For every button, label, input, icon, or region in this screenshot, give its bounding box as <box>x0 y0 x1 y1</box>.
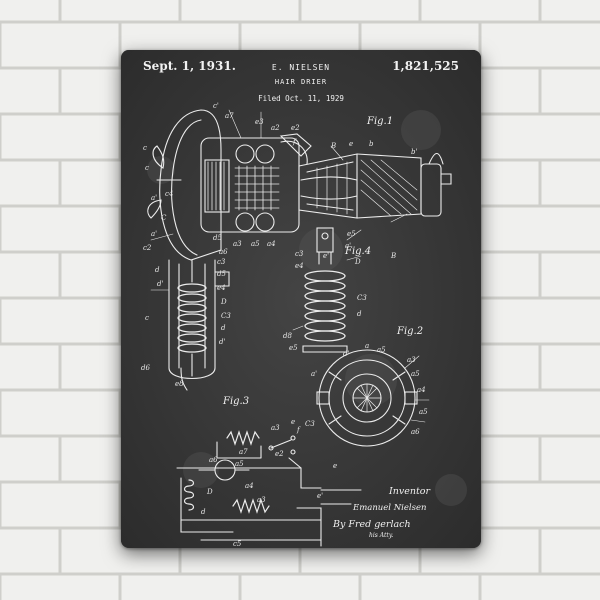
patent-poster: Sept. 1, 1931. E. NIELSEN 1,821,525 HAIR… <box>121 50 481 548</box>
svg-text:a3: a3 <box>233 240 242 248</box>
svg-text:e': e' <box>317 492 323 500</box>
svg-text:b: b <box>369 140 374 148</box>
svg-text:a4: a4 <box>245 482 254 490</box>
svg-text:d6: d6 <box>141 364 150 372</box>
svg-text:c5: c5 <box>233 540 242 548</box>
svg-text:C3: C3 <box>221 312 231 320</box>
svg-text:B: B <box>390 252 396 260</box>
svg-text:d: d <box>221 324 226 332</box>
svg-text:e: e <box>291 418 295 426</box>
svg-text:e2: e2 <box>275 450 284 458</box>
svg-text:a3: a3 <box>407 356 416 364</box>
fig3-drawing <box>176 430 362 547</box>
svg-text:e3: e3 <box>255 118 264 126</box>
svg-text:a': a' <box>151 194 157 202</box>
svg-text:a6: a6 <box>209 456 218 464</box>
svg-text:a5: a5 <box>251 240 260 248</box>
fig1-label: Fig.1 <box>367 116 394 127</box>
svg-text:e5: e5 <box>347 230 356 238</box>
svg-text:c': c' <box>213 102 219 110</box>
fig1-drawing <box>147 109 452 391</box>
fig3-label: Fig.3 <box>223 396 250 407</box>
svg-text:d': d' <box>157 280 163 288</box>
svg-text:C: C <box>161 214 167 222</box>
svg-text:a5: a5 <box>411 370 420 378</box>
svg-text:c3: c3 <box>295 250 304 258</box>
patent-date: Sept. 1, 1931. <box>143 59 236 73</box>
svg-text:c: c <box>145 314 149 322</box>
svg-text:e4: e4 <box>217 284 226 292</box>
svg-text:d8: d8 <box>283 332 292 340</box>
fig2-drawing <box>316 349 430 447</box>
svg-text:a': a' <box>311 370 317 378</box>
svg-text:a4: a4 <box>267 240 276 248</box>
svg-text:d5: d5 <box>213 234 222 242</box>
svg-text:a7: a7 <box>225 112 234 120</box>
svg-text:a3: a3 <box>271 424 280 432</box>
signature-inventor: Emanuel Nielsen <box>353 503 427 513</box>
svg-text:e4: e4 <box>295 262 304 270</box>
svg-text:d: d <box>155 266 160 274</box>
svg-text:d5: d5 <box>217 270 226 278</box>
svg-text:e5: e5 <box>289 344 298 352</box>
svg-text:a: a <box>365 342 369 350</box>
svg-text:a7: a7 <box>239 448 248 456</box>
filed-date: Filed Oct. 11, 1929 <box>258 94 344 103</box>
svg-text:a': a' <box>345 242 351 250</box>
svg-text:a4: a4 <box>417 386 426 394</box>
svg-text:b': b' <box>411 148 417 156</box>
svg-text:e: e <box>333 462 337 470</box>
svg-text:a5: a5 <box>377 346 386 354</box>
svg-text:e8: e8 <box>175 380 184 388</box>
svg-text:a3: a3 <box>257 496 266 504</box>
svg-text:B: B <box>330 142 336 150</box>
svg-text:D: D <box>206 488 213 496</box>
svg-text:d: d <box>201 508 206 516</box>
svg-text:a': a' <box>151 230 157 238</box>
svg-text:f: f <box>292 138 297 146</box>
svg-text:C3: C3 <box>305 420 315 428</box>
patent-title: HAIR DRIER <box>274 78 328 86</box>
svg-text:c4: c4 <box>165 190 173 198</box>
signature-title: Inventor <box>389 486 431 497</box>
svg-text:d': d' <box>219 338 225 346</box>
svg-text:c3: c3 <box>217 258 226 266</box>
svg-text:D: D <box>354 258 361 266</box>
chalkboard-texture <box>121 50 481 548</box>
patent-drawing: c' a7 e3 a2 e2 f Be b b' c c a' c4C c2 a' e' Bd5 a6… <box>141 102 452 548</box>
svg-text:a2: a2 <box>271 124 280 132</box>
svg-text:c: c <box>145 164 149 172</box>
svg-text:c2: c2 <box>143 244 152 252</box>
fig4-label: Fig.4 <box>345 246 372 257</box>
svg-text:d: d <box>357 310 362 318</box>
svg-text:d': d' <box>343 350 349 358</box>
svg-text:e2: e2 <box>291 124 300 132</box>
svg-text:a6: a6 <box>411 428 420 436</box>
fig2-label: Fig.2 <box>397 326 424 337</box>
inventor-name: E. NIELSEN <box>271 63 331 72</box>
svg-text:C3: C3 <box>357 294 367 302</box>
patent-number: 1,821,525 <box>392 59 459 73</box>
signature-attorney: By Fred gerlach <box>333 519 411 530</box>
svg-text:a5: a5 <box>235 460 244 468</box>
svg-text:a5: a5 <box>419 408 428 416</box>
svg-text:c: c <box>143 144 147 152</box>
svg-text:a6: a6 <box>219 248 228 256</box>
svg-text:e: e <box>349 140 353 148</box>
svg-text:e': e' <box>323 252 329 260</box>
svg-text:f: f <box>296 426 301 434</box>
svg-text:D: D <box>220 298 227 306</box>
fig4-drawing <box>292 227 362 353</box>
signature-attorney-title: his Atty. <box>369 532 394 539</box>
